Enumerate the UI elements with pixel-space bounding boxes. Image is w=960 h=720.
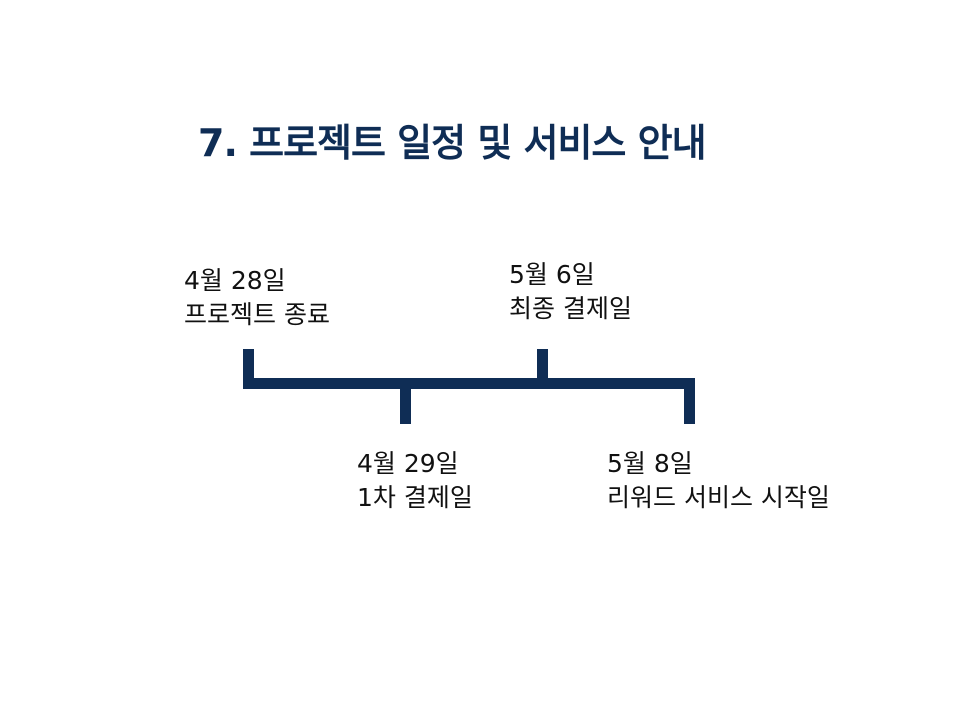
milestone-date: 4월 29일 (357, 449, 459, 478)
milestone-date: 5월 6일 (509, 260, 595, 289)
tick-apr-29 (400, 378, 411, 424)
milestone-reward-service-start: 5월 8일 리워드 서비스 시작일 (607, 447, 830, 515)
milestone-first-payment: 4월 29일 1차 결제일 (357, 447, 473, 515)
tick-may-8 (684, 378, 695, 424)
milestone-label: 리워드 서비스 시작일 (607, 483, 830, 512)
milestone-label: 1차 결제일 (357, 483, 473, 512)
timeline-axis (243, 378, 695, 389)
milestone-date: 4월 28일 (184, 266, 286, 295)
milestone-label: 최종 결제일 (509, 294, 632, 323)
milestone-final-payment: 5월 6일 최종 결제일 (509, 258, 632, 326)
milestone-date: 5월 8일 (607, 449, 693, 478)
slide-title: 7. 프로젝트 일정 및 서비스 안내 (198, 121, 707, 165)
milestone-project-end: 4월 28일 프로젝트 종료 (184, 264, 330, 332)
tick-may-6 (537, 349, 548, 389)
tick-apr-28 (243, 349, 254, 389)
milestone-label: 프로젝트 종료 (184, 300, 330, 329)
